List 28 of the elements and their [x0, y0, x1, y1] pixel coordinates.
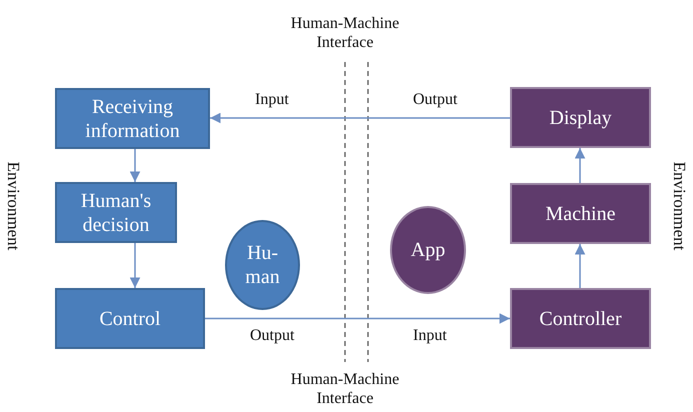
flow-label: Input: [255, 90, 289, 110]
node-label: App: [410, 238, 446, 262]
interface-label: Human-Machine Interface: [290, 14, 400, 52]
side-label: Environment: [669, 162, 690, 250]
side-label: Environment: [3, 162, 24, 250]
process-box: [55, 88, 210, 149]
arrow: [574, 148, 586, 183]
node-label: Controller: [539, 306, 622, 330]
node-label: Display: [549, 106, 612, 130]
node-label: Human's decision: [80, 188, 152, 236]
node-label: Machine: [546, 202, 616, 226]
arrow: [574, 244, 586, 288]
process-box: [55, 288, 205, 349]
process-box: [55, 182, 177, 243]
process-box: [510, 183, 651, 244]
arrow: [205, 313, 510, 324]
flow-label: Output: [250, 326, 294, 346]
arrow: [210, 112, 510, 124]
interface-label: Human-Machine Interface: [290, 370, 400, 408]
arrow: [130, 243, 140, 288]
process-box: [510, 288, 651, 349]
node-label: Hu- man: [244, 241, 281, 289]
arrow: [130, 149, 140, 182]
process-box: [510, 87, 651, 148]
flow-label: Output: [413, 90, 458, 110]
flow-label: Input: [413, 326, 447, 346]
node-label: Control: [99, 306, 161, 330]
node-label: Receiving information: [84, 94, 181, 142]
